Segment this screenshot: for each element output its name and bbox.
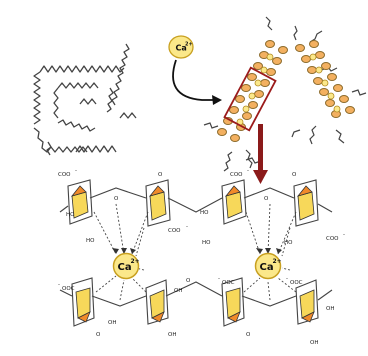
label-o-2: O	[158, 172, 163, 178]
label-oh-4: OH	[326, 306, 334, 312]
label-ooc-1-minus: -	[58, 282, 60, 288]
label-ooc-2-minus: -	[218, 276, 220, 282]
label-o-7: O	[246, 332, 251, 338]
curved-arrow	[173, 60, 222, 105]
label-coo-3: COO	[230, 172, 243, 178]
label-coo-4-minus: -	[343, 232, 345, 238]
ion-right-symbol: Ca	[260, 262, 274, 273]
label-oh-1: OH	[108, 320, 116, 326]
label-coo-2-minus: -	[186, 224, 188, 230]
calcium-ion-top: Ca 2+	[169, 36, 193, 58]
label-coo-3-minus: -	[247, 168, 249, 174]
label-coo: COO	[58, 172, 71, 178]
label-ho-3: HO	[200, 210, 209, 216]
label-oh-2: OH	[168, 332, 176, 338]
ion-left-symbol: Ca	[118, 262, 132, 273]
label-ooc-3-minus: -	[286, 276, 288, 282]
label-o-4: O	[292, 172, 297, 178]
ion-left-charge: 2+	[131, 258, 140, 265]
zoom-down-arrow	[253, 124, 268, 184]
label-coo-minus: -	[75, 168, 77, 174]
label-o-3: O	[264, 196, 269, 202]
label-ooc-1: OOC	[62, 286, 75, 292]
label-ho-4: HO	[202, 240, 211, 246]
ion-right-charge: 2+	[273, 258, 282, 265]
label-ooc-2: OOC	[222, 280, 235, 286]
label-o-6: O	[186, 278, 191, 284]
label-coo-4: COO	[326, 236, 339, 242]
label-oh-5: OH	[310, 340, 318, 346]
label-ho-5: HO	[284, 240, 293, 246]
egg-box-chains	[204, 17, 366, 171]
egg-box-detail: Ca 2+ Ca 2+ COO - HO HO O O COO - HO HO …	[58, 168, 345, 346]
random-coil-polymer	[34, 44, 136, 155]
calcium-ion-right: Ca 2+	[256, 254, 282, 279]
label-coo-2: COO	[168, 228, 181, 234]
label-ooc-3: OOC	[290, 280, 303, 286]
label-oh-3: OH	[174, 288, 182, 294]
label-o-1: O	[114, 196, 119, 202]
label-o-5: O	[96, 332, 101, 338]
calcium-ion-left: Ca 2+	[114, 254, 140, 279]
label-ho-2: HO	[86, 238, 95, 244]
label-ho-1: HO	[66, 212, 75, 218]
ion-top-charge: 2+	[185, 42, 193, 48]
